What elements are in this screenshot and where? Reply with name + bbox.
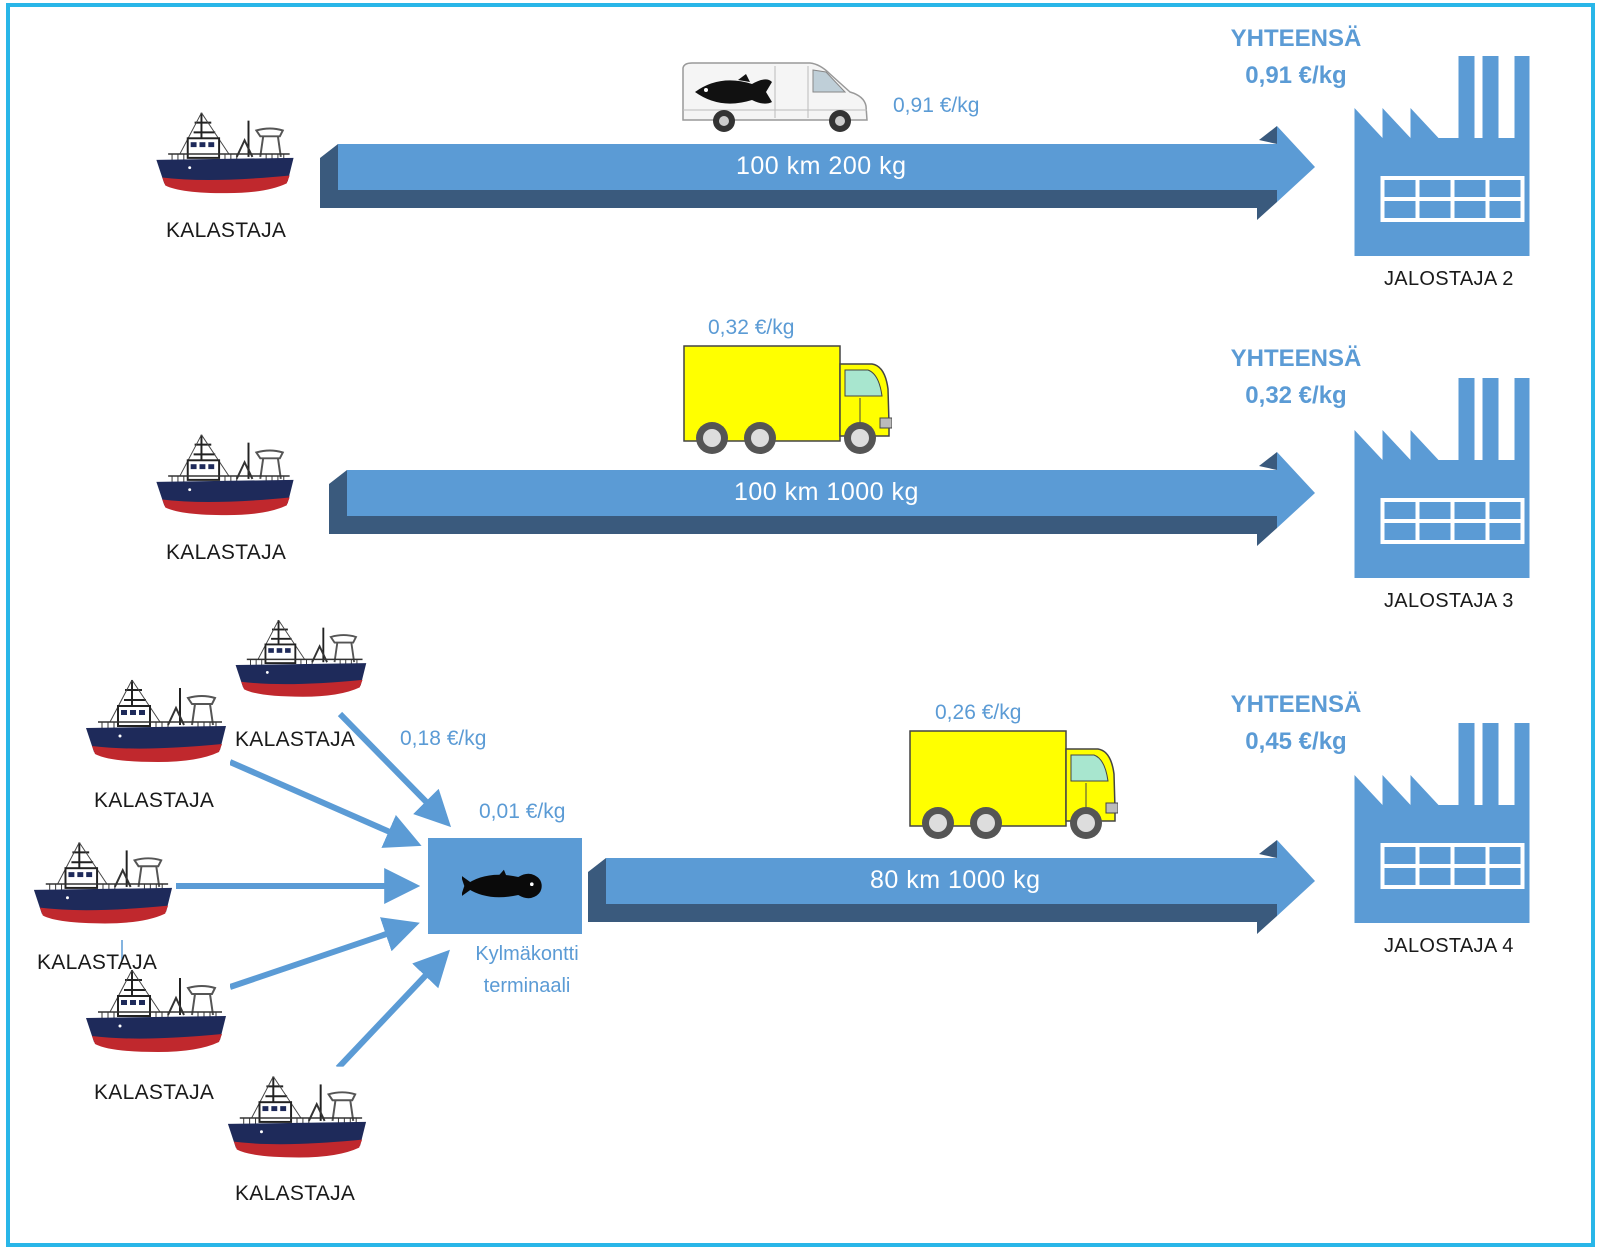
truck-icon bbox=[909, 730, 1118, 840]
shipment-arrow bbox=[338, 126, 1315, 202]
transport-price: 0,91 €/kg bbox=[893, 94, 980, 117]
terminal-label-line1: Kylmäkontti bbox=[475, 943, 579, 965]
van-icon bbox=[682, 62, 868, 133]
collection-price: 0,18 €/kg bbox=[400, 727, 487, 750]
fishing-boat-icon bbox=[149, 425, 299, 523]
fishing-boat-icon bbox=[222, 1066, 370, 1166]
total-value: 0,91 €/kg bbox=[1245, 62, 1347, 89]
shipment-arrow bbox=[606, 840, 1315, 916]
fishing-boat-icon bbox=[230, 610, 370, 705]
arrow-shadow bbox=[329, 470, 1277, 546]
arrow-shadow bbox=[1259, 452, 1277, 470]
collection-arrows bbox=[172, 711, 452, 1071]
fishing-boat-icon bbox=[80, 670, 230, 770]
fisher-label: KALASTAJA bbox=[94, 1081, 215, 1104]
total-box: YHTEENSÄ 0,32 €/kg bbox=[1196, 340, 1396, 414]
total-value: 0,32 €/kg bbox=[1245, 382, 1347, 409]
total-title: YHTEENSÄ bbox=[1230, 25, 1362, 52]
fisher-label: KALASTAJA bbox=[94, 789, 215, 812]
total-box: YHTEENSÄ 0,45 €/kg bbox=[1196, 686, 1396, 760]
fisher-label: KALASTAJA bbox=[166, 541, 287, 564]
transport-price: 0,32 €/kg bbox=[708, 316, 795, 339]
fisher-label: KALASTAJA bbox=[235, 1182, 356, 1205]
total-title: YHTEENSÄ bbox=[1230, 345, 1362, 372]
arrow-label: 100 km 200 kg bbox=[736, 152, 907, 180]
arrow-shadow bbox=[320, 144, 1277, 220]
terminal-price: 0,01 €/kg bbox=[479, 800, 566, 823]
arrow-label: 80 km 1000 kg bbox=[870, 866, 1041, 894]
total-title: YHTEENSÄ bbox=[1230, 691, 1362, 718]
fishing-boat-icon bbox=[28, 832, 176, 932]
arrow-shadow bbox=[1259, 126, 1277, 144]
total-value: 0,45 €/kg bbox=[1245, 728, 1347, 755]
fishing-boat-icon bbox=[80, 960, 230, 1060]
terminal-label-line2: terminaali bbox=[483, 975, 571, 997]
terminal-label: Kylmäkontti terminaali bbox=[447, 938, 607, 1002]
processor-label: JALOSTAJA 3 bbox=[1384, 590, 1514, 612]
shipment-arrow bbox=[347, 452, 1315, 528]
arrow-shadow bbox=[588, 858, 1277, 934]
arrow-shadow bbox=[1259, 840, 1277, 858]
processor-label: JALOSTAJA 4 bbox=[1384, 935, 1514, 957]
truck-icon bbox=[683, 345, 892, 455]
fishing-boat-icon bbox=[149, 103, 299, 201]
diagram-frame bbox=[6, 3, 1595, 1247]
total-box: YHTEENSÄ 0,91 €/kg bbox=[1196, 20, 1396, 94]
fisher-label: KALASTAJA bbox=[37, 951, 158, 974]
arrow-label: 100 km 1000 kg bbox=[734, 478, 919, 506]
fisher-label: KALASTAJA bbox=[166, 219, 287, 242]
transport-price: 0,26 €/kg bbox=[935, 701, 1022, 724]
processor-label: JALOSTAJA 2 bbox=[1384, 268, 1514, 290]
fisher-label: KALASTAJA bbox=[235, 728, 356, 751]
